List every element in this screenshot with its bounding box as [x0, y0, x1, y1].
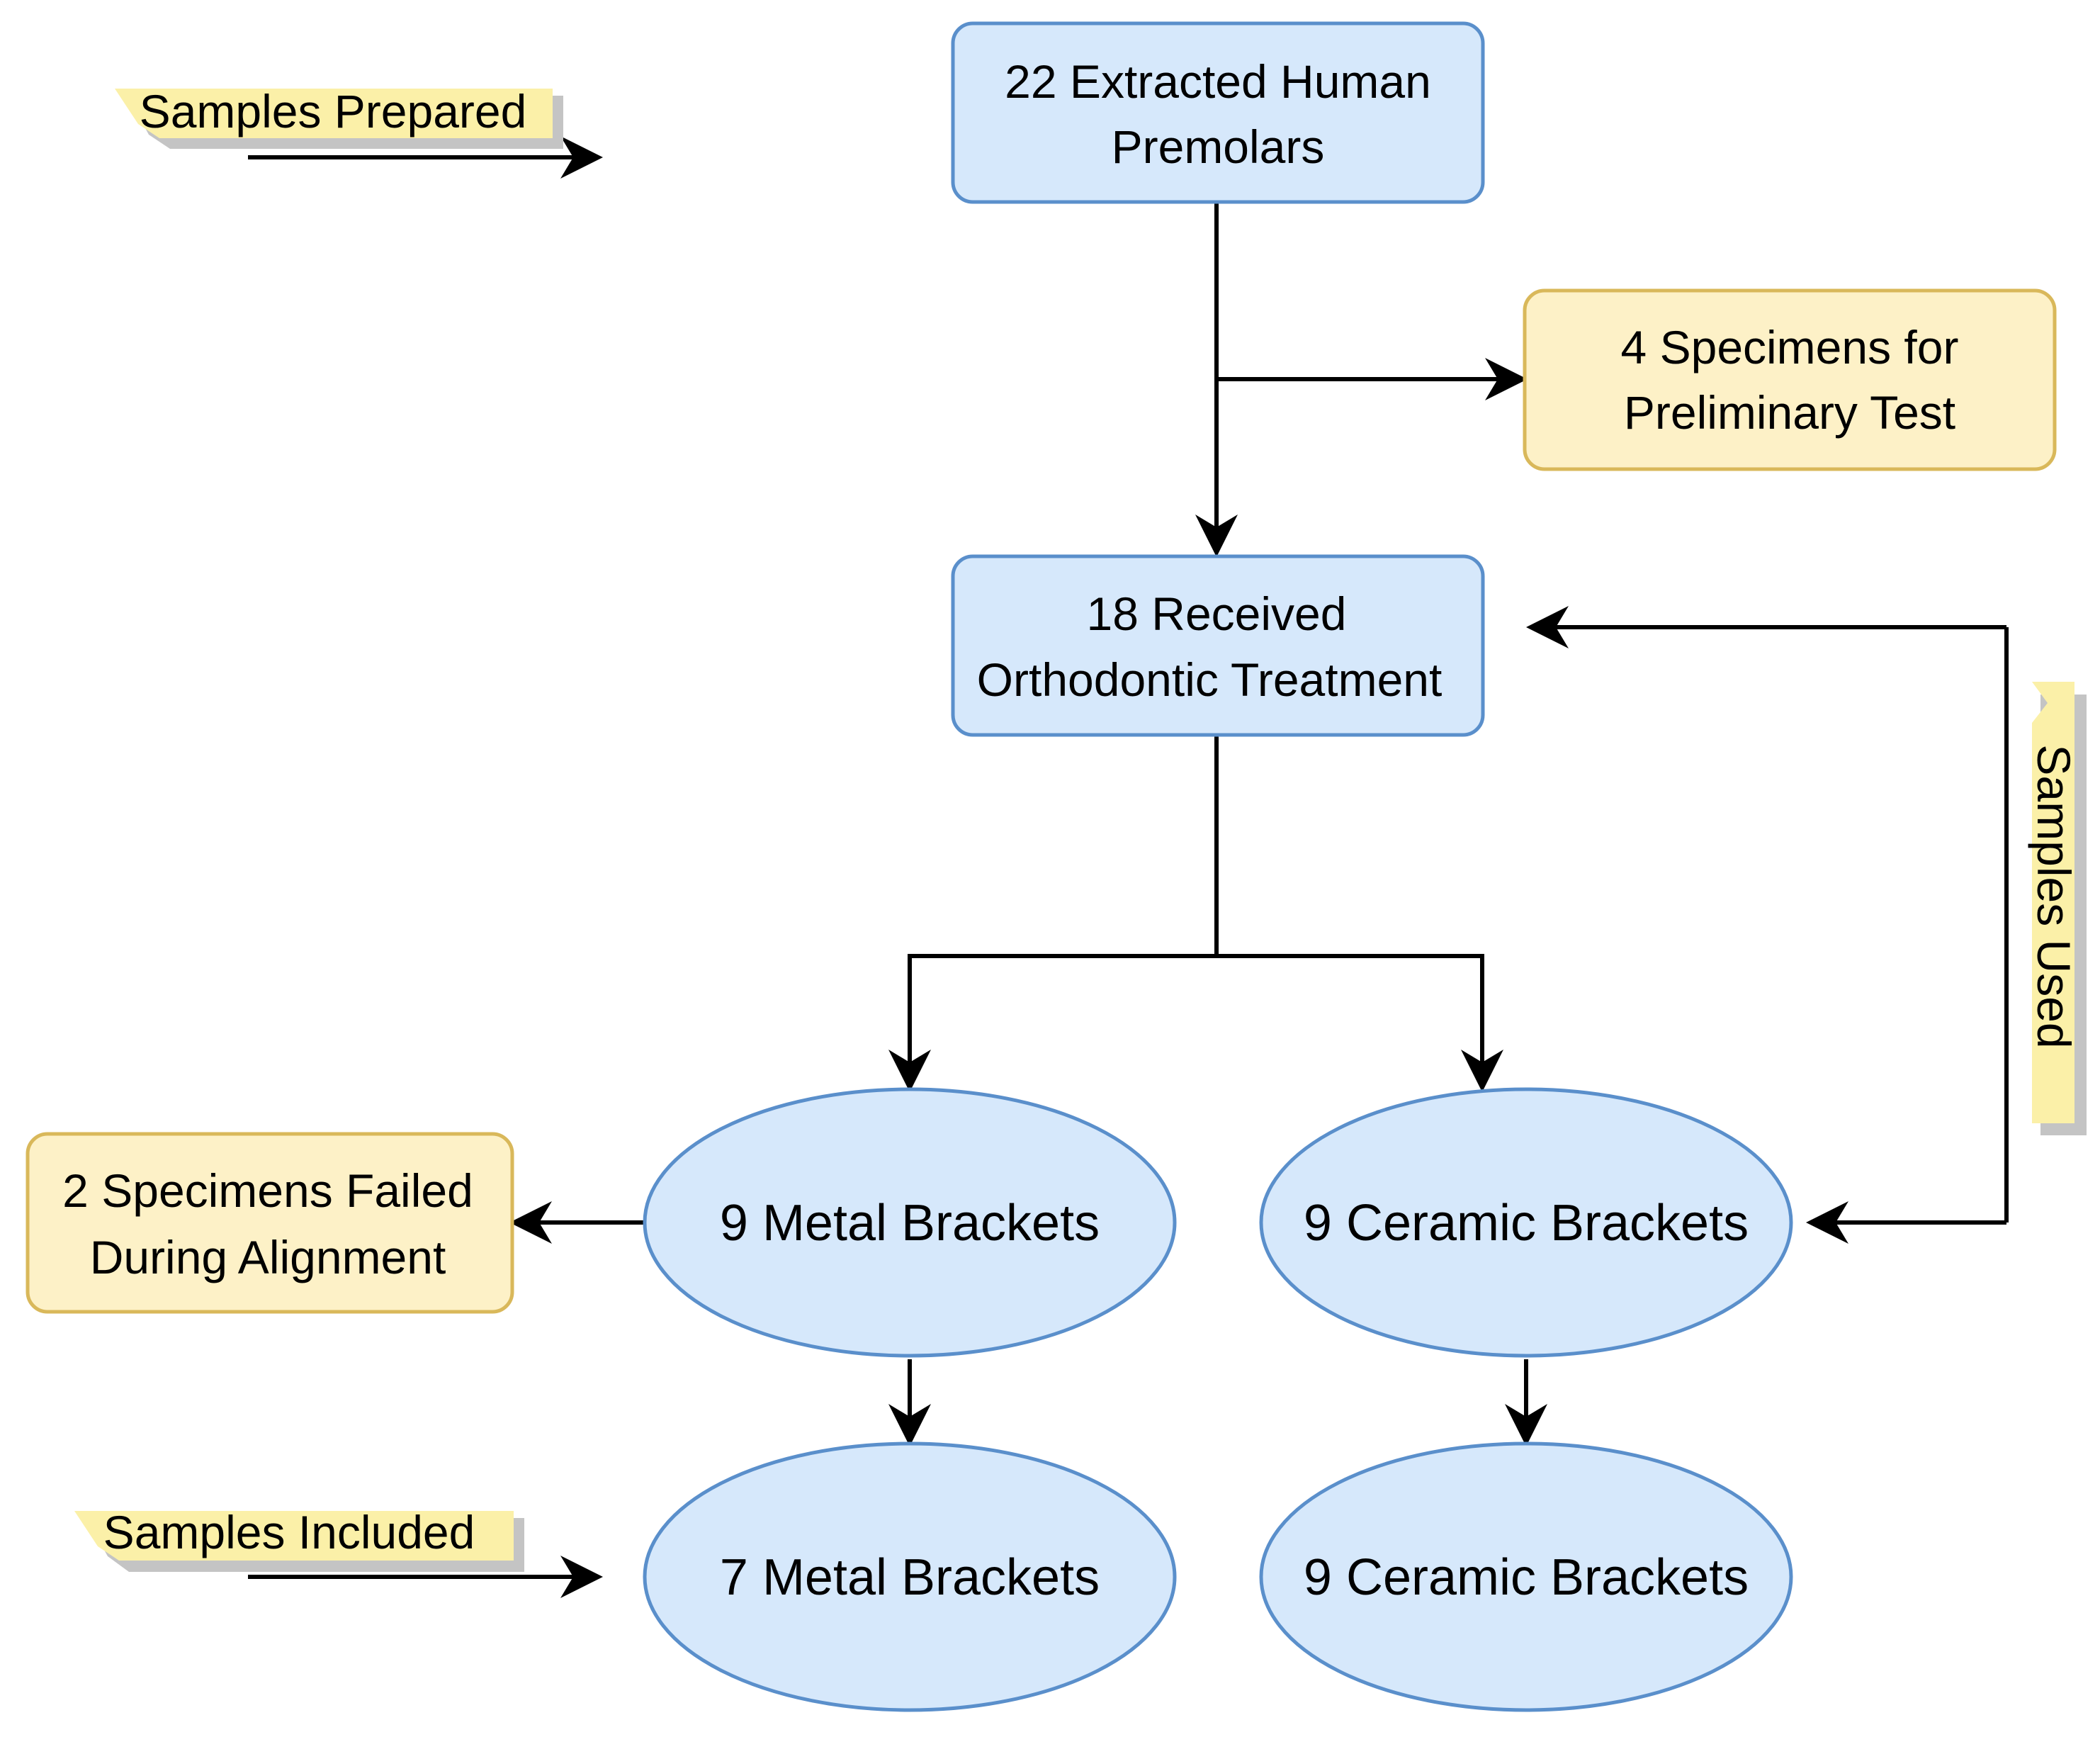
- stage-tag-prepared-label: Samples Prepared: [140, 85, 527, 137]
- edge-received-to-ceramic: [1216, 954, 1503, 1092]
- edges: [248, 136, 2009, 1598]
- node-preliminary: 4 Specimens for Preliminary Test: [1523, 288, 2057, 471]
- node-ceramic-used-label: 9 Ceramic Brackets: [1304, 1195, 1749, 1252]
- node-received-line2: Orthodontic Treatment: [977, 653, 1443, 706]
- node-extracted-line2: Premolars: [1112, 120, 1325, 173]
- node-failed-box: [26, 1132, 514, 1314]
- node-failed-line1: 2 Specimens Failed: [62, 1164, 473, 1217]
- node-preliminary-box: [1523, 288, 2057, 471]
- node-preliminary-line2: Preliminary Test: [1624, 386, 1955, 439]
- stage-tag-included-note: [74, 1511, 514, 1561]
- node-metal-included-shape: [643, 1441, 1177, 1712]
- node-ceramic-included: 9 Ceramic Brackets: [1259, 1441, 1793, 1712]
- stage-tag-used-label: Samples Used: [2028, 744, 2080, 1048]
- node-failed-line2: During Alignment: [90, 1231, 446, 1283]
- stage-tag-prepared: Samples Prepared: [115, 85, 563, 149]
- node-ceramic-used-shape: [1259, 1087, 1793, 1358]
- node-ceramic-included-label: 9 Ceramic Brackets: [1304, 1549, 1749, 1606]
- stage-tag-prepared-note: [115, 89, 553, 138]
- node-extracted-line1: 22 Extracted Human: [1005, 55, 1431, 108]
- node-ceramic-included-shape: [1259, 1441, 1793, 1712]
- node-failed: 2 Specimens Failed During Alignment: [26, 1132, 514, 1314]
- node-metal-included-label: 7 Metal Brackets: [720, 1549, 1100, 1606]
- node-metal-used-label: 9 Metal Brackets: [720, 1195, 1100, 1252]
- node-ceramic-used: 9 Ceramic Brackets: [1259, 1087, 1793, 1358]
- node-extracted: 22 Extracted Human Premolars: [951, 21, 1485, 204]
- edge-received-to-metal: [888, 954, 1216, 1092]
- stage-tag-included: Samples Included: [74, 1506, 524, 1572]
- node-metal-used: 9 Metal Brackets: [643, 1087, 1177, 1358]
- node-received: 18 Received Orthodontic Treatment: [951, 554, 1485, 737]
- node-preliminary-line1: 4 Specimens for: [1621, 321, 1959, 373]
- node-received-box: [951, 554, 1485, 737]
- node-metal-used-shape: [643, 1087, 1177, 1358]
- stage-tag-used-note: [2032, 682, 2074, 1123]
- node-received-line1: 18 Received: [1087, 588, 1347, 640]
- node-metal-included: 7 Metal Brackets: [643, 1441, 1177, 1712]
- stage-tag-included-label: Samples Included: [103, 1506, 475, 1558]
- node-extracted-box: [951, 21, 1485, 204]
- stage-tag-used: Samples Used: [2028, 682, 2087, 1135]
